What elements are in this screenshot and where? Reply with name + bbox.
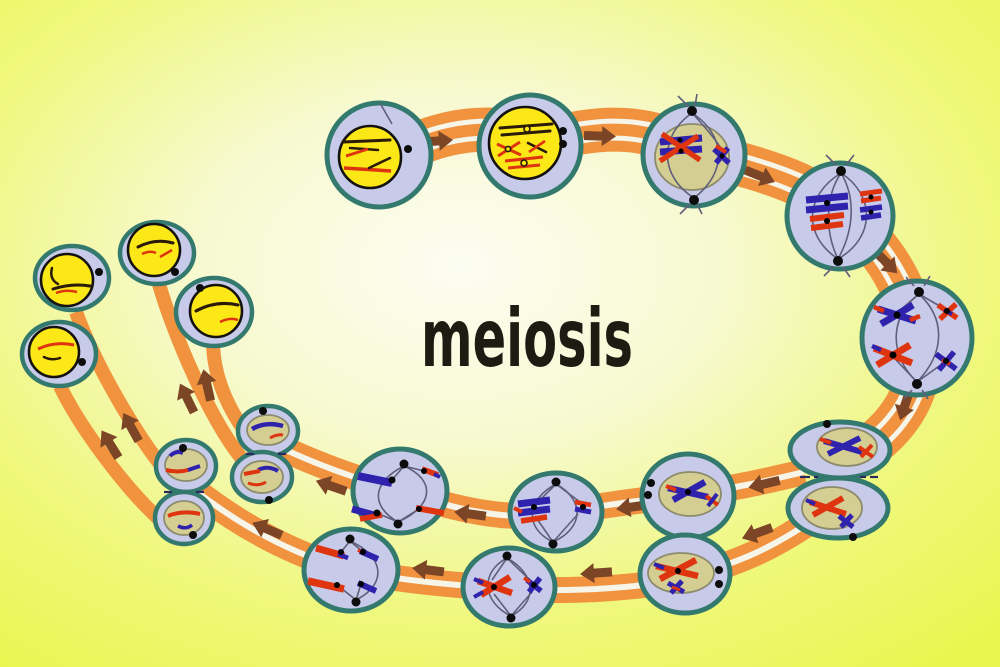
gamete-3 xyxy=(19,319,99,389)
cell-interphase xyxy=(324,100,434,210)
cell-prophase-2-top xyxy=(639,451,737,541)
cell-metaphase-1 xyxy=(784,154,896,278)
cell-prophase-1-late xyxy=(640,93,748,215)
cell-telophase-2-bottom xyxy=(152,437,219,547)
cell-metaphase-2-bottom xyxy=(460,545,558,629)
gamete-1 xyxy=(32,243,112,313)
cell-metaphase-2-top xyxy=(507,470,605,554)
gamete-4 xyxy=(173,275,255,349)
cell-prophase-2-bottom xyxy=(637,532,733,616)
gamete-2 xyxy=(117,219,197,287)
cell-anaphase-2-bottom xyxy=(301,526,401,614)
cell-telophase-1 xyxy=(785,419,893,541)
cell-anaphase-2-top xyxy=(350,446,450,536)
cell-telophase-2-top xyxy=(229,403,301,505)
diagram-title: meiosis xyxy=(421,292,633,385)
gamete-path-3 xyxy=(53,382,165,526)
cell-prophase-1 xyxy=(476,92,584,200)
cell-anaphase-1 xyxy=(859,275,975,400)
gamete-path-2 xyxy=(152,282,256,473)
